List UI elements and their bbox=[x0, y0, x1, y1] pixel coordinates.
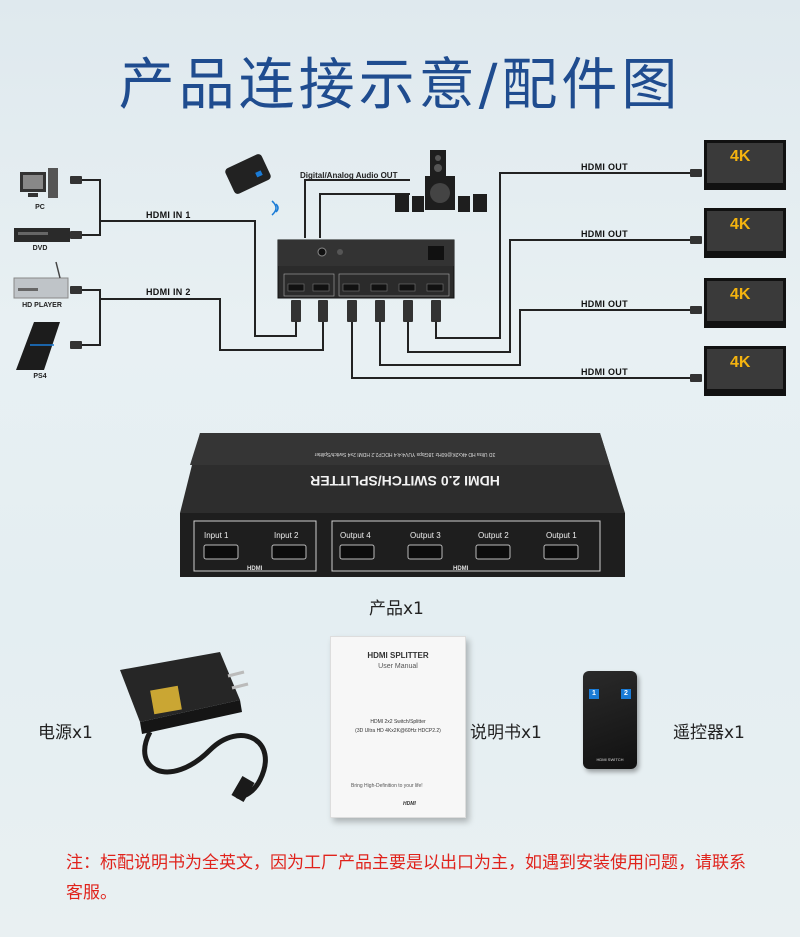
remote-label: HDMI SWITCH bbox=[596, 757, 624, 762]
tv-4k-badge-2: 4K bbox=[730, 216, 751, 233]
tv-4k-badge-4: 4K bbox=[730, 354, 751, 371]
page-title: 产品连接示意/配件图 bbox=[118, 53, 682, 118]
source-label-hd-player: HD PLAYER bbox=[22, 302, 62, 309]
hdmi-tag-input: HDMI bbox=[247, 566, 263, 572]
pc-icon bbox=[20, 168, 58, 198]
tv-icon bbox=[704, 140, 786, 396]
tv-4k-badge-3: 4K bbox=[730, 286, 751, 303]
cable-hd-player bbox=[82, 289, 324, 351]
remote-caption: 遥控器x1 bbox=[673, 723, 745, 743]
audio-out-label: Digital/Analog Audio OUT bbox=[300, 171, 398, 180]
manual-line-2: (3D Ultra HD 4Kx2K@60Hz HDCP2.2) bbox=[355, 728, 441, 734]
product-spec-line: 3D Ultra HD 4Kx2K@60Hz 18Gbps YUV4:4:4 H… bbox=[314, 451, 496, 457]
source-label-dvd: DVD bbox=[32, 245, 48, 252]
power-caption: 电源x1 bbox=[38, 723, 93, 743]
port-input-1: Input 1 bbox=[204, 531, 229, 540]
hdmi-out-label-1: HDMI OUT bbox=[581, 162, 628, 172]
hdmi-in-1-label: HDMI IN 1 bbox=[146, 210, 191, 220]
remote-control: 1 2 HDMI SWITCH bbox=[583, 671, 637, 769]
manual-line-1: HDMI 2x2 Switch/Splitter bbox=[370, 719, 426, 725]
port-output-3: Output 3 bbox=[410, 531, 441, 540]
speaker-system-icon bbox=[395, 150, 487, 212]
hdmi-out-label-3: HDMI OUT bbox=[581, 299, 628, 309]
hdmi-out-label-4: HDMI OUT bbox=[581, 367, 628, 377]
source-label-ps4: PS4 bbox=[33, 373, 47, 380]
hdmi-out-label-2: HDMI OUT bbox=[581, 229, 628, 239]
power-adapter-icon bbox=[120, 652, 268, 803]
port-output-2: Output 2 bbox=[478, 531, 509, 540]
manual-logo: HDMI bbox=[403, 801, 416, 807]
connection-diagram bbox=[13, 140, 786, 396]
source-label-pc: PC bbox=[35, 204, 45, 211]
switch-device-small bbox=[277, 239, 455, 299]
product-switch-splitter bbox=[180, 433, 625, 577]
port-input-2: Input 2 bbox=[274, 531, 299, 540]
cable-pc bbox=[82, 179, 297, 337]
ps4-console-icon bbox=[16, 322, 60, 370]
hdmi-tag-output: HDMI bbox=[453, 566, 469, 572]
remote-button-2: 2 bbox=[621, 689, 631, 699]
cable-out-1 bbox=[435, 172, 700, 339]
port-output-4: Output 4 bbox=[340, 531, 371, 540]
hdmi-in-2-label: HDMI IN 2 bbox=[146, 287, 191, 297]
dvd-player-icon bbox=[14, 228, 70, 242]
tv-4k-badge-1: 4K bbox=[730, 148, 751, 165]
cable-out-4 bbox=[351, 320, 700, 379]
remote-diagram-icon bbox=[225, 154, 279, 216]
user-manual: HDMI SPLITTER User Manual HDMI 2x2 Switc… bbox=[330, 636, 466, 818]
manual-caption: 说明书x1 bbox=[470, 723, 542, 743]
note-text: 注：标配说明书为全英文，因为工厂产品主要是以出口为主，如遇到安装使用问题，请联系… bbox=[66, 853, 746, 903]
remote-button-1: 1 bbox=[589, 689, 599, 699]
hd-player-icon bbox=[13, 261, 69, 299]
cable-out-3 bbox=[379, 309, 700, 366]
product-brand-text: HDMI 2.0 SWITCH/SPLITTER bbox=[310, 473, 500, 489]
manual-subtitle: User Manual bbox=[378, 663, 418, 670]
product-caption: 产品x1 bbox=[369, 599, 424, 619]
manual-footer: Bring High-Definition to your life! bbox=[351, 783, 423, 789]
manual-title: HDMI SPLITTER bbox=[367, 651, 429, 660]
port-output-1: Output 1 bbox=[546, 531, 577, 540]
cable-out-2 bbox=[407, 239, 700, 353]
